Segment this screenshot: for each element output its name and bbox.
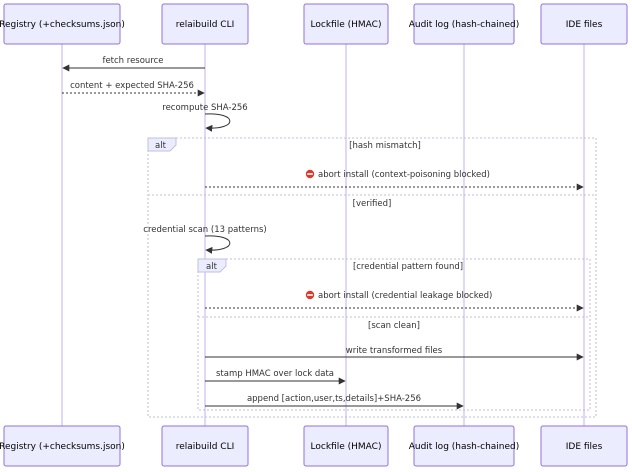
message-label-write-files: write transformed files xyxy=(346,346,443,356)
alt-frame-outer-tab-label: alt xyxy=(155,141,167,151)
alt-frames: alt [hash mismatch] [verified] alt [cred… xyxy=(147,137,597,418)
actor-box-registry-top xyxy=(3,3,121,45)
actor-box-lockfile-top xyxy=(303,3,389,45)
alt-frame-outer-condition-2: [verified] xyxy=(353,199,392,209)
actor-box-registry-bottom xyxy=(3,425,121,467)
message-arrow-recompute-sha xyxy=(204,113,231,132)
actor-box-audit-top xyxy=(413,3,515,45)
alt-frame-outer-tab xyxy=(147,137,177,152)
actor-label-cli-bottom: relaibuild CLI xyxy=(176,442,235,452)
messages: fetch resource content + expected SHA-25… xyxy=(62,56,584,410)
actor-box-audit-bottom xyxy=(413,425,515,467)
actors-bottom: Registry (+checksums.json) relaibuild CL… xyxy=(0,425,628,467)
alt-frame-inner-tab xyxy=(197,258,227,273)
actor-label-registry-bottom: Registry (+checksums.json) xyxy=(0,442,125,452)
actor-label-registry-top: Registry (+checksums.json) xyxy=(0,20,125,30)
actor-box-cli-bottom xyxy=(161,425,249,467)
alt-frame-inner xyxy=(197,258,591,411)
message-text-abort-context: abort install (context-poisoning blocked… xyxy=(318,170,490,180)
alt-frame-inner-condition-2: [scan clean] xyxy=(368,321,420,331)
actor-box-cli-top xyxy=(161,3,249,45)
actor-label-lockfile-bottom: Lockfile (HMAC) xyxy=(311,442,382,452)
message-label-append-audit: append [action,user,ts,details]+SHA-256 xyxy=(247,394,421,404)
actor-box-ide-top xyxy=(540,3,628,45)
actor-label-lockfile-top: Lockfile (HMAC) xyxy=(311,20,382,30)
no-entry-icon-bar xyxy=(307,173,313,175)
message-label-abort-credential: abort install (credential leakage blocke… xyxy=(305,290,492,301)
alt-frame-outer-condition-1: [hash mismatch] xyxy=(349,141,421,151)
message-arrow-credential-scan xyxy=(204,235,231,254)
actor-box-lockfile-bottom xyxy=(303,425,389,467)
alt-frame-inner-condition-1: [credential pattern found] xyxy=(353,262,463,272)
actors-top: Registry (+checksums.json) relaibuild CL… xyxy=(0,3,628,45)
message-label-fetch-resource: fetch resource xyxy=(102,56,163,66)
alt-frame-outer xyxy=(147,137,597,418)
message-label-recompute-sha: recompute SHA-256 xyxy=(162,103,247,113)
message-label-credential-scan: credential scan (13 patterns) xyxy=(143,225,266,235)
actor-label-ide-bottom: IDE files xyxy=(566,442,603,452)
actor-label-audit-bottom: Audit log (hash-chained) xyxy=(409,442,520,452)
lifelines xyxy=(61,44,585,426)
actor-box-ide-bottom xyxy=(540,425,628,467)
no-entry-icon-bar xyxy=(307,294,313,296)
alt-frame-inner-tab-label: alt xyxy=(206,262,218,272)
actor-label-audit-top: Audit log (hash-chained) xyxy=(409,20,520,30)
message-text-abort-credential: abort install (credential leakage blocke… xyxy=(318,291,492,301)
actor-label-cli-top: relaibuild CLI xyxy=(176,20,235,30)
message-label-stamp-hmac: stamp HMAC over lock data xyxy=(216,369,334,379)
message-label-content-sha: content + expected SHA-256 xyxy=(70,81,194,91)
message-label-abort-context: abort install (context-poisoning blocked… xyxy=(305,169,490,180)
actor-label-ide-top: IDE files xyxy=(566,20,603,30)
